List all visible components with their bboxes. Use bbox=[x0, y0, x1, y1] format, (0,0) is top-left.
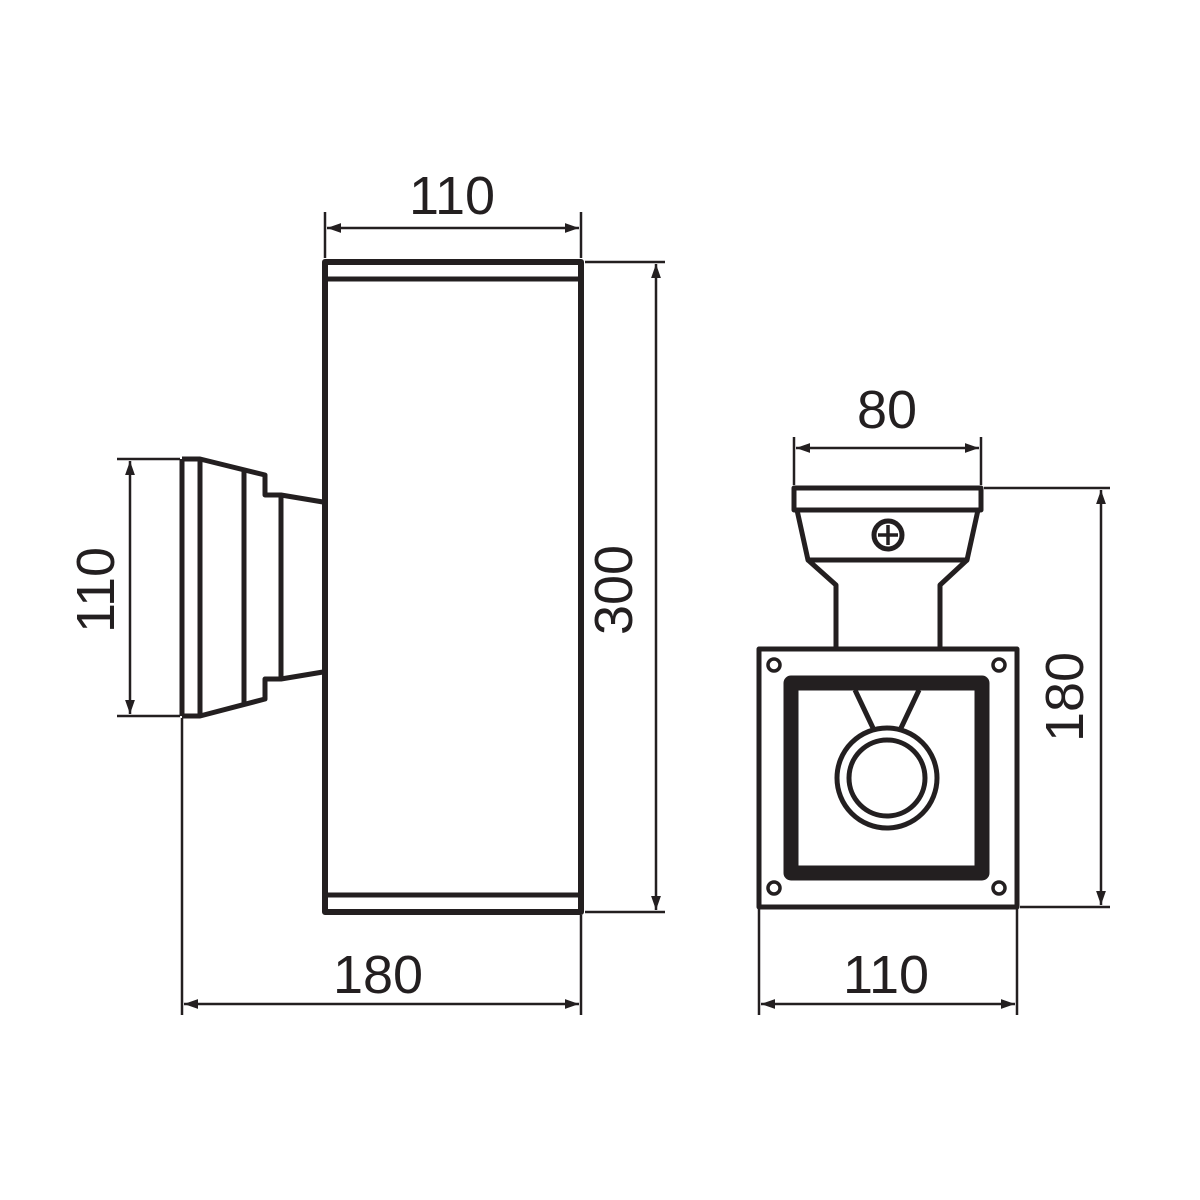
label-mount-height: 110 bbox=[66, 547, 126, 633]
wall-mount-bracket bbox=[179, 456, 324, 719]
lamp-ring bbox=[834, 688, 940, 831]
side-view bbox=[117, 212, 665, 1015]
label-top-width: 110 bbox=[409, 166, 495, 226]
cap bbox=[791, 485, 984, 648]
dimension-height bbox=[585, 260, 665, 914]
dimension-top-width bbox=[323, 212, 583, 258]
lamp-body bbox=[322, 259, 584, 915]
label-total-depth: 180 bbox=[333, 945, 423, 1005]
mounting-holes bbox=[766, 657, 1007, 896]
label-front-height: 180 bbox=[1035, 652, 1095, 742]
base-plate bbox=[756, 646, 1020, 910]
screw-icon bbox=[871, 518, 905, 552]
label-height: 300 bbox=[584, 545, 644, 635]
front-view bbox=[756, 437, 1110, 1015]
label-base-width: 110 bbox=[843, 945, 929, 1005]
dimension-base-width bbox=[757, 909, 1019, 1015]
dimension-total-depth bbox=[180, 718, 583, 1015]
dimension-front-height bbox=[984, 486, 1110, 909]
dimension-cap-width bbox=[792, 437, 983, 485]
dimension-mount-height bbox=[117, 457, 180, 718]
label-cap-width: 80 bbox=[857, 380, 917, 440]
inner-frame bbox=[783, 675, 990, 881]
